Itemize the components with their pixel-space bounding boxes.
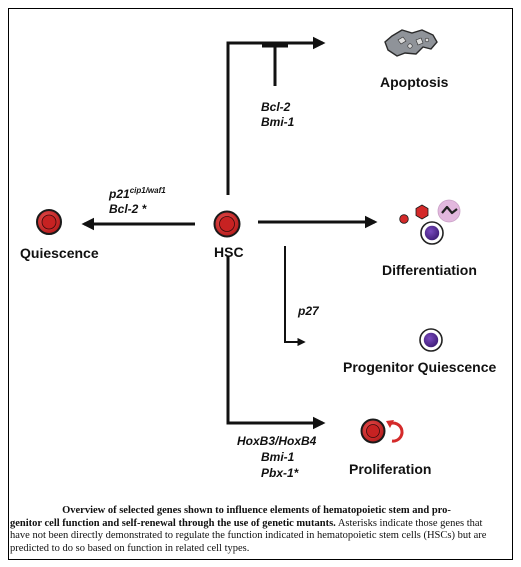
quiescent-cell	[36, 209, 62, 235]
figure-frame	[8, 8, 513, 560]
hsc-cell	[213, 210, 241, 238]
arrow-to-progenitor-quiescence	[284, 246, 306, 347]
figure-caption: Overview of selected genes shown to infl…	[10, 505, 503, 557]
proliferation-label: Proliferation	[349, 461, 431, 477]
purple-cell-nucleus	[424, 225, 440, 241]
arrow-to-apoptosis	[226, 36, 326, 195]
arrow-to-proliferation	[226, 256, 326, 430]
quiescence-gene-bcl2-star: Bcl-2 *	[109, 202, 148, 216]
cycle-arrow-icon	[386, 420, 404, 443]
progenitor-cell	[419, 328, 443, 352]
caption-bold-line-2: genitor cell function and self-renewal t…	[10, 517, 336, 529]
differentiation-label: Differentiation	[382, 262, 477, 278]
caption-bold-line-1: Overview of selected genes shown to infl…	[62, 505, 451, 516]
apoptosis-gene-bmi1: Bmi-1	[261, 115, 295, 129]
proliferation-gene-bmi1: Bmi-1	[261, 450, 295, 464]
red-hexagon-cell	[415, 204, 429, 220]
p21-superscript: cip1/waf1	[130, 186, 167, 195]
proliferation-gene-pbx1: Pbx-1*	[261, 466, 300, 480]
proliferating-cell	[360, 418, 386, 444]
small-red-cell-left	[399, 214, 409, 224]
proliferation-gene-hoxb: HoxB3/HoxB4	[237, 434, 317, 448]
quiescence-label: Quiescence	[20, 245, 99, 261]
apoptosis-gene-bcl2: Bcl-2	[261, 100, 291, 114]
apoptosis-label: Apoptosis	[380, 74, 449, 90]
hsc-label: HSC	[214, 244, 244, 260]
p21-base: p21	[108, 187, 130, 201]
caption-text: Asterisks indicate those genes that have…	[10, 517, 487, 554]
quiescence-gene-p21: p21cip1/waf1	[108, 186, 166, 201]
apoptotic-cell-icon	[384, 29, 438, 57]
differentiated-cells-icon	[399, 199, 461, 245]
segmented-nucleus	[441, 205, 458, 215]
progenitor-gene-p27: p27	[297, 304, 320, 318]
connectors	[81, 36, 378, 430]
progenitor-quiescence-label: Progenitor Quiescence	[343, 359, 496, 375]
